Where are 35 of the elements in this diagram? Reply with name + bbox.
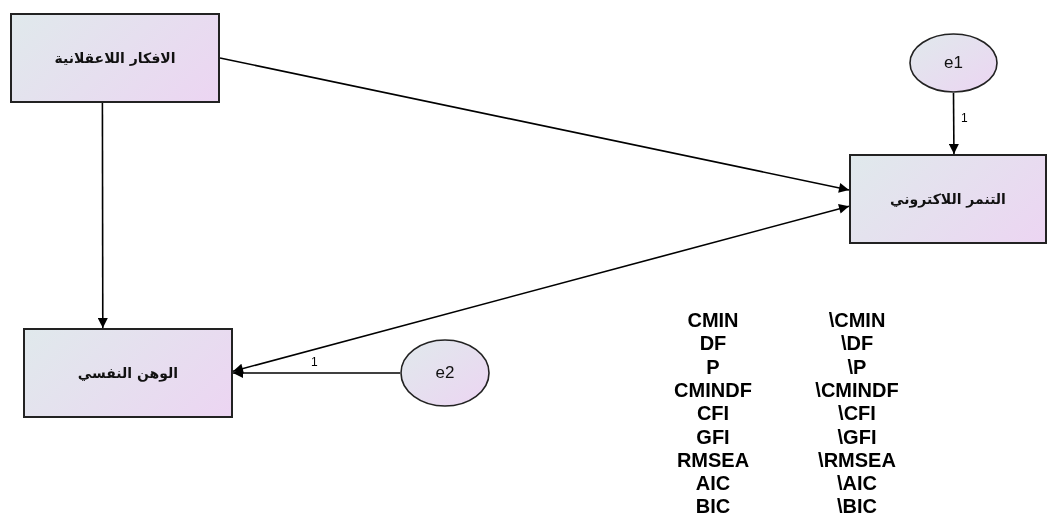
- edge-label: 1: [960, 112, 969, 125]
- edge-label: 1: [310, 356, 319, 369]
- variable-box: [10, 13, 220, 103]
- fit-index-label: \BIC: [837, 495, 877, 517]
- fit-index-label: \DF: [840, 332, 874, 355]
- fit-index-label: GFI: [696, 425, 730, 448]
- fit-index-label: AIC: [695, 472, 731, 495]
- variable-label: التنمر اللاكتروني: [890, 191, 1006, 207]
- arrow: [97, 102, 108, 329]
- fit-index-label: CFI: [696, 402, 730, 425]
- fit-index-label: \P: [847, 355, 867, 378]
- arrow: [232, 203, 850, 374]
- fit-index-label: \CMINDF: [815, 378, 899, 401]
- fit-index-label: \CMIN: [828, 309, 886, 331]
- fit-index-label: \AIC: [837, 472, 877, 495]
- error-term-label: e2: [435, 363, 455, 383]
- fit-index-label: BIC: [695, 495, 731, 517]
- error-ellipse: [909, 33, 998, 93]
- variable-box: [23, 328, 233, 418]
- variable-label: الافكار اللاعقلانية: [54, 50, 176, 66]
- variable-label: الوهن النفسي: [77, 365, 179, 381]
- error-term-label: e1: [944, 53, 963, 73]
- fit-index-label: CMINDF: [674, 378, 752, 401]
- fit-index-label: CMIN: [687, 309, 739, 331]
- variable-box: [849, 154, 1047, 244]
- fit-index-label: \CFI: [838, 402, 876, 425]
- fit-index-label: \GFI: [837, 425, 877, 448]
- fit-index-label: RMSEA: [676, 448, 750, 471]
- fit-index-label: \RMSEA: [818, 448, 896, 471]
- fit-index-label: DF: [699, 332, 727, 355]
- arrow: [948, 92, 959, 155]
- arrow: [219, 57, 850, 193]
- arrow: [232, 368, 401, 378]
- error-ellipse: [400, 339, 490, 407]
- fit-index-label: P: [706, 355, 720, 378]
